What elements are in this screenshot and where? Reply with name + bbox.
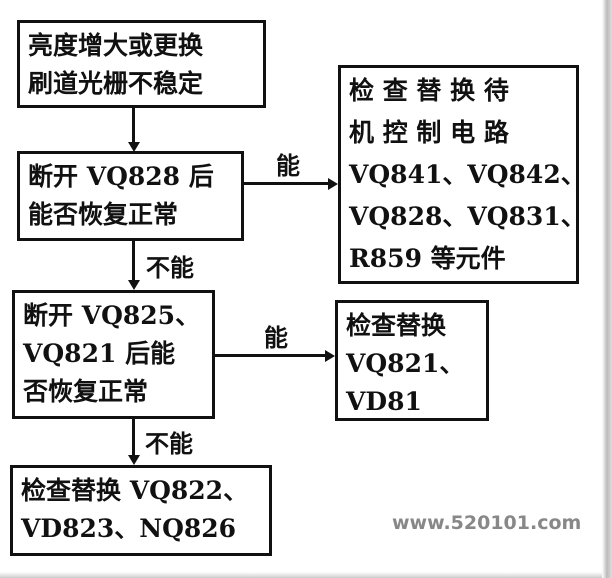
box-line: 检查替换 [346,311,447,340]
box-line: VD81 [346,387,422,416]
box-line: VQ828、VQ831、 [349,202,586,231]
yes-label: 能 [276,151,300,180]
question-2-box: 断开 VQ825、 VQ821 后能 否恢复正常 [12,290,215,419]
watermark: www.520101.com [392,512,582,534]
box-line: VQ821、 [346,349,465,378]
action-1-box: 检 查 替 换 待 机 控 制 电 路 VQ841、VQ842、 VQ828、V… [338,65,586,284]
box-line: VQ841、VQ842、 [349,160,586,189]
connector [132,108,135,142]
box-line: 否恢复正常 [23,377,149,406]
arrow-down-icon [128,142,140,152]
box-line: 检 查 替 换 待 [349,76,509,105]
arrow-down-icon [128,280,140,290]
box-line: 亮度增大或更换 [28,31,204,60]
connector [215,354,325,357]
box-line: VD823、NQ826 [21,514,237,543]
page-edge-shadow [602,0,612,578]
no-label: 不能 [145,429,193,458]
box-line: VQ821 后能 [23,339,176,368]
box-line: 刷道光栅不稳定 [28,69,204,98]
action-2-box: 检查替换 VQ821、 VD81 [335,300,489,421]
connector [132,241,135,281]
box-line: R859 等元件 [349,244,506,273]
yes-label: 能 [264,323,288,352]
question-1-box: 断开 VQ828 后 能否恢复正常 [17,151,244,241]
start-box: 亮度增大或更换 刷道光栅不稳定 [17,20,266,108]
arrow-down-icon [128,455,140,465]
box-line: 能否恢复正常 [28,200,179,229]
arrow-right-icon [325,350,335,362]
no-label: 不能 [146,253,194,282]
page-bottom-shadow [0,572,612,578]
box-line: 机 控 制 电 路 [349,118,509,147]
action-3-box: 检查替换 VQ822、 VD823、NQ826 [10,465,272,556]
connector [132,419,135,456]
box-line: 检查替换 VQ822、 [21,476,249,505]
box-line: 断开 VQ825、 [23,301,201,330]
arrow-right-icon [328,178,338,190]
box-line: 断开 VQ828 后 [28,162,214,191]
connector [244,182,328,185]
